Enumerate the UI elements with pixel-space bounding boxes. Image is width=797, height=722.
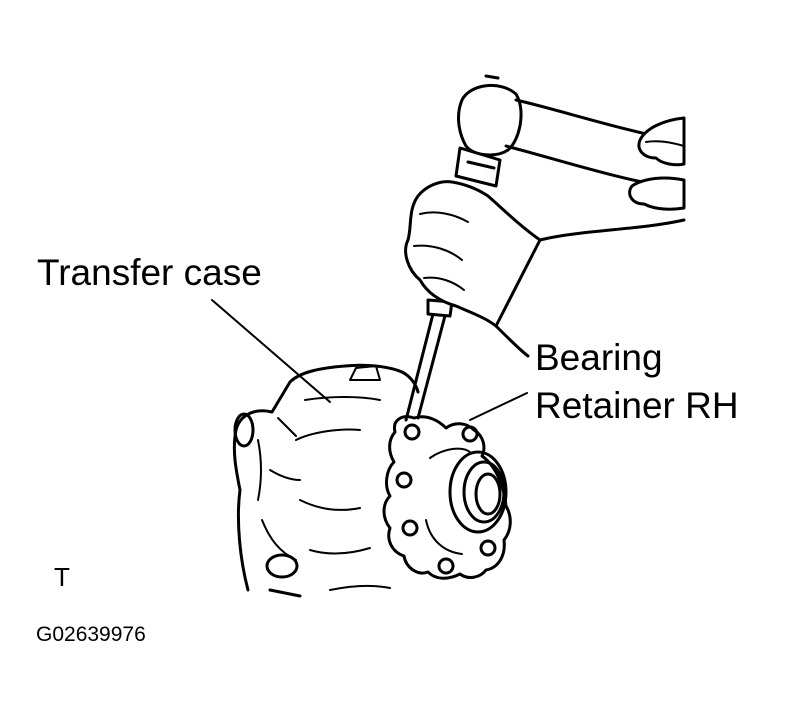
right-hand — [628, 116, 686, 211]
hammer — [454, 74, 686, 192]
bearing-retainer-label-line2: Retainer RH — [535, 385, 739, 426]
transfer-case-housing — [232, 363, 420, 598]
left-hand — [404, 180, 686, 358]
transfer-case-leader-line — [211, 299, 331, 403]
bearing-retainer-leader-line — [469, 392, 528, 421]
transfer-case-label: Transfer case — [37, 252, 262, 293]
screwdriver — [404, 298, 454, 422]
bearing-retainer-label-line1: Bearing — [535, 337, 663, 378]
figure-code: G02639976 — [36, 623, 146, 646]
view-mark: T — [54, 562, 70, 592]
bearing-retainer-rh — [382, 415, 512, 580]
